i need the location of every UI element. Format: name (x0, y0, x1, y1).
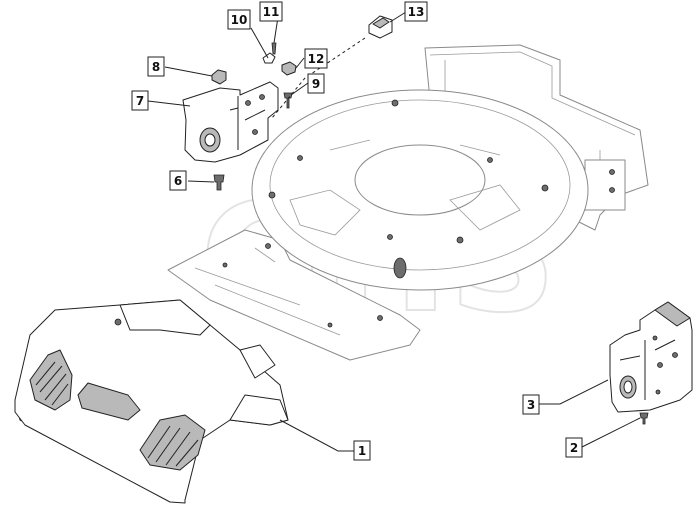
svg-text:10: 10 (231, 13, 248, 27)
svg-text:12: 12 (308, 52, 325, 66)
callout-10: 10 (227, 9, 251, 30)
screw-part-11 (271, 42, 277, 55)
right-vent (139, 414, 206, 471)
bolt-part-6 (213, 174, 225, 191)
front-cover-part-1 (14, 299, 289, 504)
svg-text:8: 8 (152, 60, 160, 74)
center-badge (77, 382, 141, 421)
callout-1: 1 (353, 440, 371, 461)
nut-part-8 (211, 69, 227, 85)
callout-12: 12 (304, 48, 328, 69)
svg-text:3: 3 (527, 398, 535, 412)
svg-text:13: 13 (408, 5, 425, 19)
dashed-link-13 (271, 37, 366, 119)
callout-2: 2 (565, 437, 583, 458)
svg-text:11: 11 (263, 5, 280, 19)
callout-11: 11 (259, 1, 283, 22)
callout-3: 3 (522, 394, 540, 415)
left-vent (29, 349, 73, 411)
right-bracket-part-3 (609, 301, 693, 425)
callout-7: 7 (131, 90, 149, 111)
callout-8: 8 (147, 56, 165, 77)
svg-text:7: 7 (136, 94, 144, 108)
svg-text:9: 9 (312, 77, 320, 91)
mower-deck (167, 44, 649, 361)
callout-6: 6 (169, 170, 187, 191)
clip-part-10 (262, 52, 276, 64)
svg-text:2: 2 (570, 441, 578, 455)
callout-9: 9 (307, 73, 325, 94)
left-bracket-part-7 (182, 81, 279, 163)
screw-part-9 (283, 92, 293, 109)
svg-text:6: 6 (174, 174, 182, 188)
nut-part-12 (281, 61, 297, 76)
callout-13: 13 (404, 1, 428, 22)
screw-part-2 (639, 412, 649, 425)
svg-text:1: 1 (358, 444, 366, 458)
